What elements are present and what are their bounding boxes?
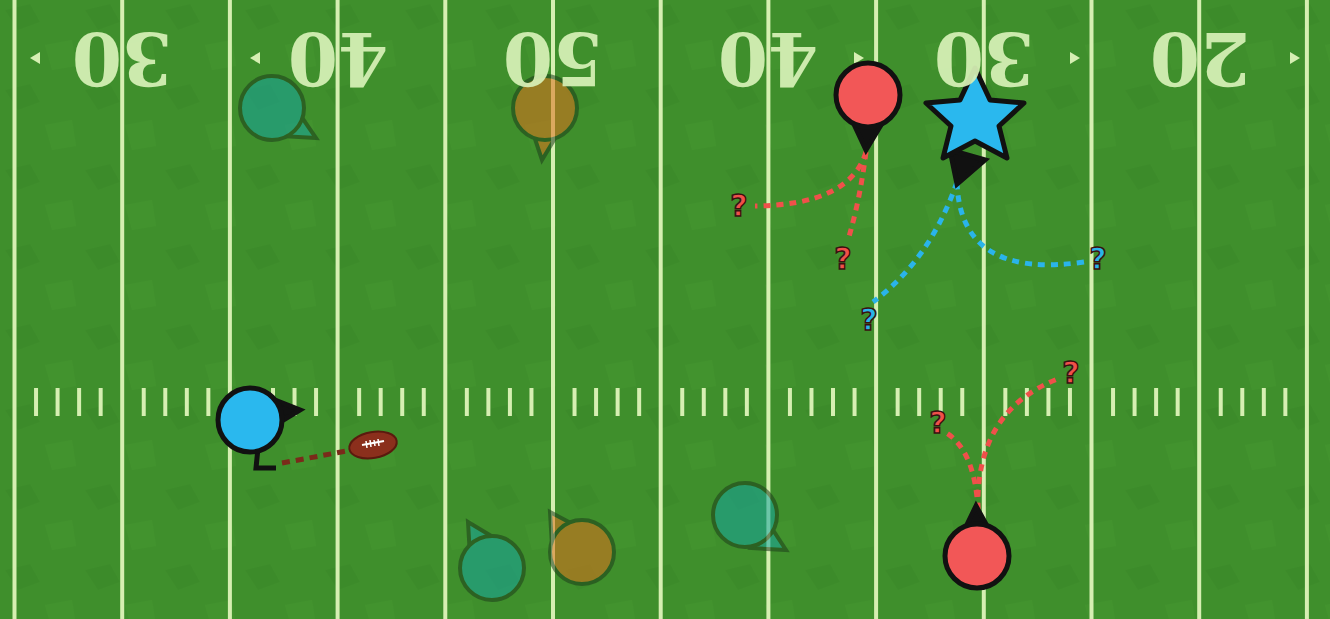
hash-mark [831, 388, 835, 416]
question-mark: ? [1089, 244, 1106, 274]
yard-line [1305, 0, 1309, 619]
question-mark: ? [929, 408, 946, 438]
hash-mark [1262, 388, 1266, 416]
hash-mark [809, 388, 813, 416]
hash-mark [1111, 388, 1115, 416]
hash-mark [1219, 388, 1223, 416]
hash-mark [594, 388, 598, 416]
hash-mark [917, 388, 921, 416]
yard-number: 50 [503, 22, 603, 94]
hash-mark [206, 388, 210, 416]
yard-number: 20 [1150, 22, 1250, 94]
hash-mark [99, 388, 103, 416]
hash-mark [1154, 388, 1158, 416]
hash-mark [723, 388, 727, 416]
hash-mark [616, 388, 620, 416]
hash-mark [1283, 388, 1287, 416]
yard-line [13, 0, 17, 619]
hash-mark [680, 388, 684, 416]
hash-mark [314, 388, 318, 416]
hash-mark [34, 388, 38, 416]
yard-line [1090, 0, 1094, 619]
hash-mark [465, 388, 469, 416]
hash-mark [185, 388, 189, 416]
hash-mark [896, 388, 900, 416]
hash-mark [56, 388, 60, 416]
hash-mark [1068, 388, 1072, 416]
hash-mark [1046, 388, 1050, 416]
hash-mark [142, 388, 146, 416]
hash-mark [379, 388, 383, 416]
hash-mark [788, 388, 792, 416]
hash-mark [529, 388, 533, 416]
yard-line [443, 0, 447, 619]
hash-mark [1176, 388, 1180, 416]
hash-mark [960, 388, 964, 416]
question-mark: ? [730, 191, 747, 221]
yard-number: 30 [934, 22, 1034, 94]
hash-mark [1240, 388, 1244, 416]
hash-mark [1133, 388, 1137, 416]
hash-mark [745, 388, 749, 416]
yard-number: 40 [288, 22, 388, 94]
yard-arrows [30, 52, 1300, 64]
football [347, 428, 399, 462]
yard-number: 40 [718, 22, 818, 94]
yard-line [228, 0, 232, 619]
question-mark: ? [834, 244, 851, 274]
hash-mark [163, 388, 167, 416]
question-mark: ? [860, 305, 877, 335]
hash-mark [422, 388, 426, 416]
faded-players [240, 76, 786, 600]
hash-mark [486, 388, 490, 416]
route-lines [282, 152, 1084, 510]
yard-line [659, 0, 663, 619]
hash-mark [853, 388, 857, 416]
hash-mark [573, 388, 577, 416]
yard-number: 30 [72, 22, 172, 94]
hash-mark [702, 388, 706, 416]
hash-mark [400, 388, 404, 416]
hash-mark [357, 388, 361, 416]
yard-lines [15, 0, 1307, 619]
hash-mark [77, 388, 81, 416]
players [218, 63, 1024, 588]
hash-mark [508, 388, 512, 416]
question-mark: ? [1062, 358, 1079, 388]
hash-mark [637, 388, 641, 416]
